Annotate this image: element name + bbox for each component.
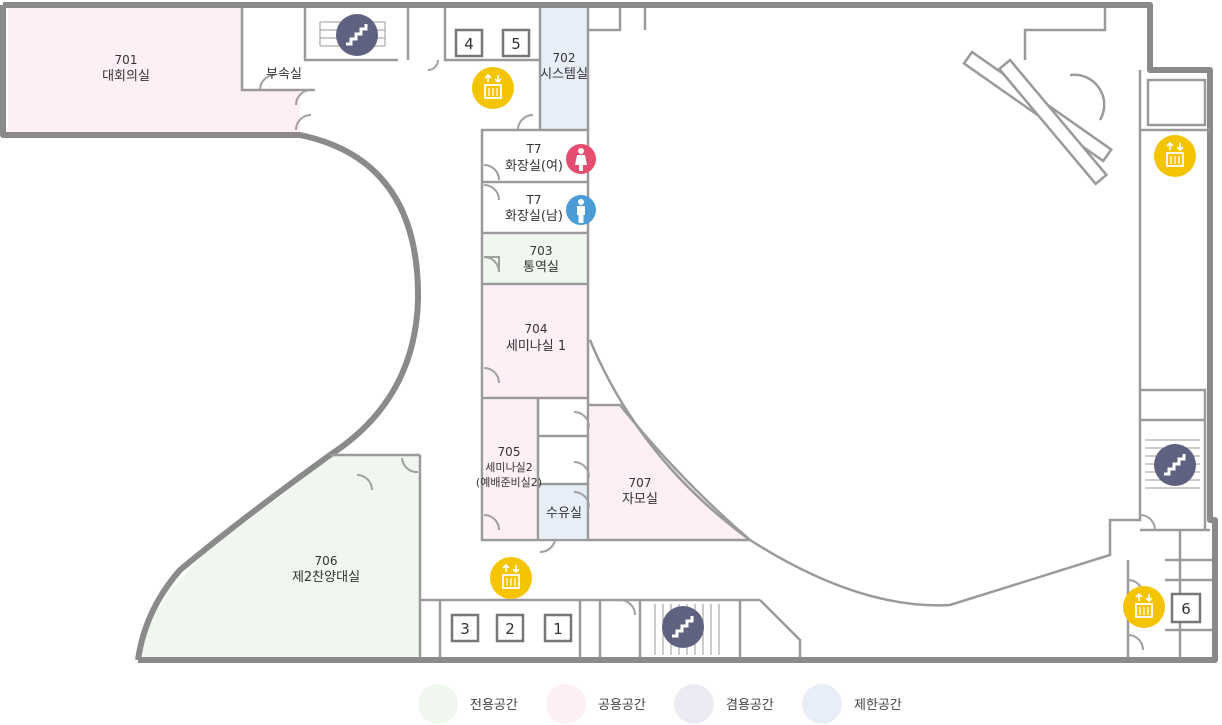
stairs-icon (334, 12, 380, 58)
room-704-label: 704 세미나실 1 (506, 322, 566, 354)
room-701-label: 701 대회의실 (102, 53, 150, 84)
elevator-5: 5 (501, 28, 531, 58)
svg-text:화장실(여): 화장실(여) (505, 159, 563, 174)
svg-text:706: 706 (315, 554, 338, 568)
svg-text:4: 4 (464, 35, 474, 53)
room-706-label: 706 제2찬양대실 (292, 554, 360, 585)
svg-text:6: 6 (1181, 600, 1191, 618)
svg-text:5: 5 (511, 35, 521, 53)
room-701-fill (8, 8, 300, 132)
room-703-label: 703 통역실 (523, 244, 559, 275)
elevator-1: 1 (543, 613, 573, 643)
legend-item-public: 공용공간 (546, 684, 646, 724)
svg-text:전용공간: 전용공간 (470, 698, 518, 713)
stairs-icon (660, 604, 706, 650)
stairs-icon (1152, 442, 1198, 488)
west-curved-wall (0, 5, 422, 661)
svg-text:세미나실 1: 세미나실 1 (506, 339, 566, 354)
svg-text:703: 703 (530, 244, 553, 258)
female-restroom-icon (566, 144, 596, 174)
elevator-6: 6 (1170, 592, 1202, 624)
svg-text:(예배준비실2): (예배준비실2) (476, 476, 542, 489)
svg-text:대회의실: 대회의실 (102, 69, 150, 84)
legend-item-restricted: 제한공간 (802, 684, 902, 724)
nursing-room-label: 수유실 (546, 506, 582, 521)
door-swings (259, 59, 1156, 651)
svg-text:705: 705 (498, 445, 521, 459)
restroom-male-label: T7 화장실(남) (505, 193, 563, 224)
svg-text:2: 2 (505, 620, 515, 638)
outer-wall (3, 2, 1218, 663)
svg-text:세미나실2: 세미나실2 (485, 461, 532, 474)
elevator-4: 4 (454, 28, 484, 58)
room-706-fill (138, 455, 420, 658)
room-702-label: 702 시스템실 (540, 51, 588, 82)
legend-item-exclusive: 전용공간 (418, 684, 518, 724)
svg-text:1: 1 (553, 620, 563, 638)
svg-text:701: 701 (115, 53, 138, 67)
svg-text:T7: T7 (526, 193, 542, 207)
svg-text:3: 3 (460, 620, 470, 638)
room-703-fill (484, 235, 587, 284)
legend-item-shared: 겸용공간 (674, 684, 774, 724)
elevator-icon (1122, 585, 1166, 629)
diagonal-structure (962, 50, 1113, 186)
room-707-label: 707 자모실 (622, 476, 658, 507)
room-705-fill (484, 400, 539, 538)
svg-text:겸용공간: 겸용공간 (726, 698, 774, 713)
svg-text:704: 704 (525, 322, 548, 336)
svg-text:제2찬양대실: 제2찬양대실 (292, 570, 360, 585)
svg-text:시스템실: 시스템실 (540, 67, 588, 82)
svg-text:702: 702 (553, 51, 576, 65)
elevator-icon (489, 556, 533, 600)
elevator-2: 2 (495, 613, 525, 643)
elevator-icon (1153, 134, 1197, 178)
legend: 전용공간 공용공간 겸용공간 제한공간 (418, 684, 902, 724)
room-704-fill (484, 286, 587, 398)
svg-text:T7: T7 (526, 142, 542, 156)
room-702-fill (540, 8, 588, 130)
svg-text:통역실: 통역실 (523, 260, 559, 275)
annex-room-label: 부속실 (266, 67, 302, 82)
room-705-label: 705 세미나실2 (예배준비실2) (476, 445, 542, 489)
svg-text:공용공간: 공용공간 (598, 698, 646, 713)
stair-treads (319, 21, 1200, 655)
svg-text:자모실: 자모실 (622, 492, 658, 507)
svg-text:707: 707 (629, 476, 652, 490)
elevator-3: 3 (450, 613, 480, 643)
svg-text:화장실(남): 화장실(남) (505, 209, 563, 224)
svg-text:제한공간: 제한공간 (854, 698, 902, 713)
elevator-icon (471, 66, 515, 110)
restroom-female-label: T7 화장실(여) (505, 142, 563, 174)
male-restroom-icon (566, 195, 596, 225)
